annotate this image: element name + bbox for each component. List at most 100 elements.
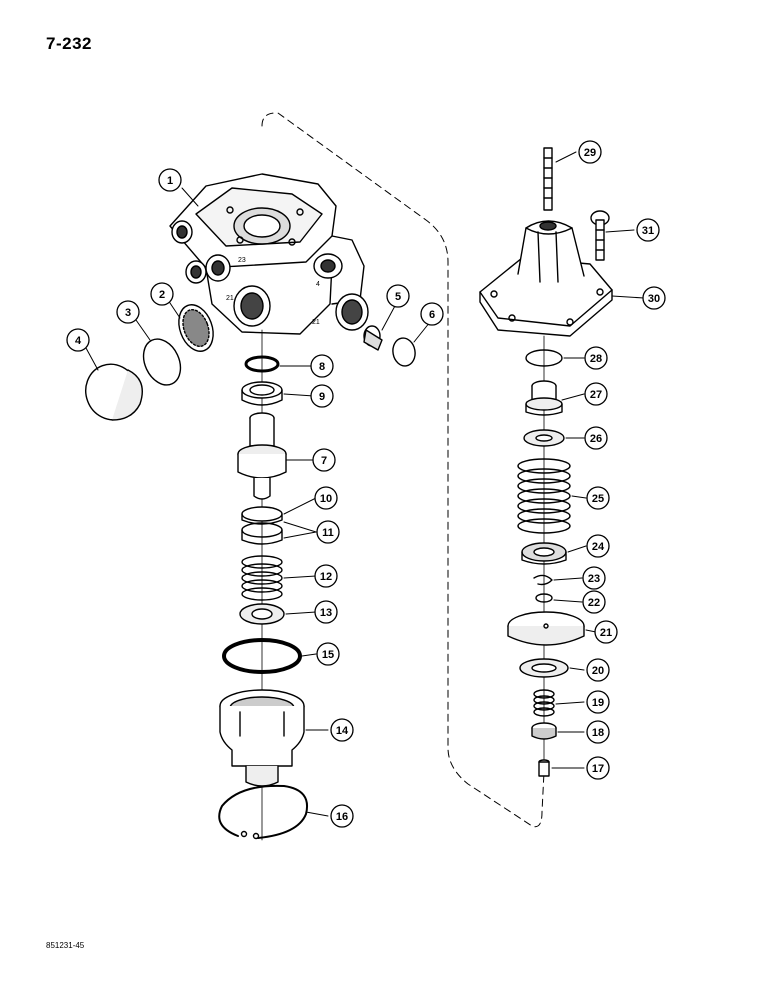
callout-circle <box>420 302 444 326</box>
callout-23: 23 <box>582 566 606 590</box>
callout-label: 24 <box>592 541 605 553</box>
washer-20 <box>519 658 569 678</box>
callout-label: 28 <box>590 353 602 365</box>
callout-label: 4 <box>75 335 82 347</box>
callout-circle <box>314 564 338 588</box>
snap-ring-16 <box>218 784 308 840</box>
callout-13: 13 <box>314 600 338 624</box>
callout-22: 22 <box>582 590 606 614</box>
callout-label: 18 <box>592 727 604 739</box>
callout-circle <box>584 346 608 370</box>
callout-circle <box>116 300 140 324</box>
o-ring-3 <box>142 338 182 386</box>
callout-15: 15 <box>316 642 340 666</box>
callout-label: 10 <box>320 493 332 505</box>
callout-label: 1 <box>167 175 173 187</box>
fitting-5 <box>363 325 383 351</box>
callout-label: 5 <box>395 291 401 303</box>
callout-label: 6 <box>429 309 435 321</box>
callout-14: 14 <box>330 718 354 742</box>
nut-18 <box>531 722 557 740</box>
callout-24: 24 <box>586 534 610 558</box>
port-mark-4: 4 <box>316 281 320 288</box>
drawing-reference-code: 851231-45 <box>46 941 85 950</box>
piston-7 <box>237 412 287 500</box>
callout-26: 26 <box>584 426 608 450</box>
spring-25 <box>517 458 571 534</box>
callout-circle <box>586 720 610 744</box>
callout-circle <box>330 804 354 828</box>
o-ring-15 <box>222 638 302 674</box>
callout-21: 21 <box>594 620 618 644</box>
callout-label: 31 <box>642 225 654 237</box>
callout-18: 18 <box>586 720 610 744</box>
callout-label: 9 <box>319 391 325 403</box>
clip-23 <box>533 574 553 586</box>
callout-25: 25 <box>586 486 610 510</box>
callout-label: 15 <box>322 649 334 661</box>
callout-1: 1 <box>158 168 182 192</box>
valve-body <box>169 173 369 335</box>
screw-31 <box>590 210 610 261</box>
callout-label: 13 <box>320 607 332 619</box>
callout-5: 5 <box>386 284 410 308</box>
callout-label: 29 <box>584 147 596 159</box>
page-number: 7-232 <box>46 34 92 53</box>
callout-27: 27 <box>584 382 608 406</box>
filter-screen <box>178 304 214 352</box>
pin-17 <box>538 759 550 777</box>
callout-29: 29 <box>578 140 602 164</box>
callout-circle <box>150 282 174 306</box>
stud-29 <box>543 147 553 211</box>
callout-label: 26 <box>590 433 602 445</box>
callout-label: 3 <box>125 307 131 319</box>
callout-label: 20 <box>592 665 604 677</box>
callout-circle <box>312 448 336 472</box>
callout-circle <box>310 384 334 408</box>
callout-8: 8 <box>310 354 334 378</box>
callout-circle <box>584 382 608 406</box>
callout-circle <box>158 168 182 192</box>
callout-label: 23 <box>588 573 600 585</box>
washer-13 <box>239 603 285 625</box>
callout-10: 10 <box>314 486 338 510</box>
callout-label: 11 <box>322 527 334 539</box>
callout-7: 7 <box>312 448 336 472</box>
callout-label: 7 <box>321 455 327 467</box>
seal-9 <box>241 381 283 406</box>
callout-label: 21 <box>600 627 612 639</box>
callout-circle <box>330 718 354 742</box>
callout-label: 17 <box>592 763 604 775</box>
callout-4: 4 <box>66 328 90 352</box>
ring-6 <box>392 337 416 367</box>
rings-10-11 <box>241 506 283 545</box>
spring-cover-30 <box>479 220 613 337</box>
callout-label: 27 <box>590 389 602 401</box>
callout-circle <box>316 642 340 666</box>
callout-label: 2 <box>159 289 165 301</box>
callout-label: 14 <box>336 725 349 737</box>
spring-12 <box>241 555 283 601</box>
leader-lines <box>85 151 645 817</box>
callout-31: 31 <box>636 218 660 242</box>
callout-circle <box>310 354 334 378</box>
spring-19 <box>533 689 555 717</box>
callout-circle <box>586 690 610 714</box>
callout-circle <box>66 328 90 352</box>
callout-circle <box>314 600 338 624</box>
port-mark-23: 23 <box>238 257 246 264</box>
callout-circle <box>316 520 340 544</box>
callout-circle <box>586 658 610 682</box>
callout-label: 16 <box>336 811 348 823</box>
callout-layer: 1234567891011121314151617181920212223242… <box>66 140 666 828</box>
callout-label: 25 <box>592 493 604 505</box>
assembly-dashed-line <box>261 112 545 828</box>
callout-28: 28 <box>584 346 608 370</box>
callout-label: 12 <box>320 571 332 583</box>
washer-22 <box>535 593 553 603</box>
callout-17: 17 <box>586 756 610 780</box>
callout-circle <box>594 620 618 644</box>
callout-30: 30 <box>642 286 666 310</box>
callout-19: 19 <box>586 690 610 714</box>
